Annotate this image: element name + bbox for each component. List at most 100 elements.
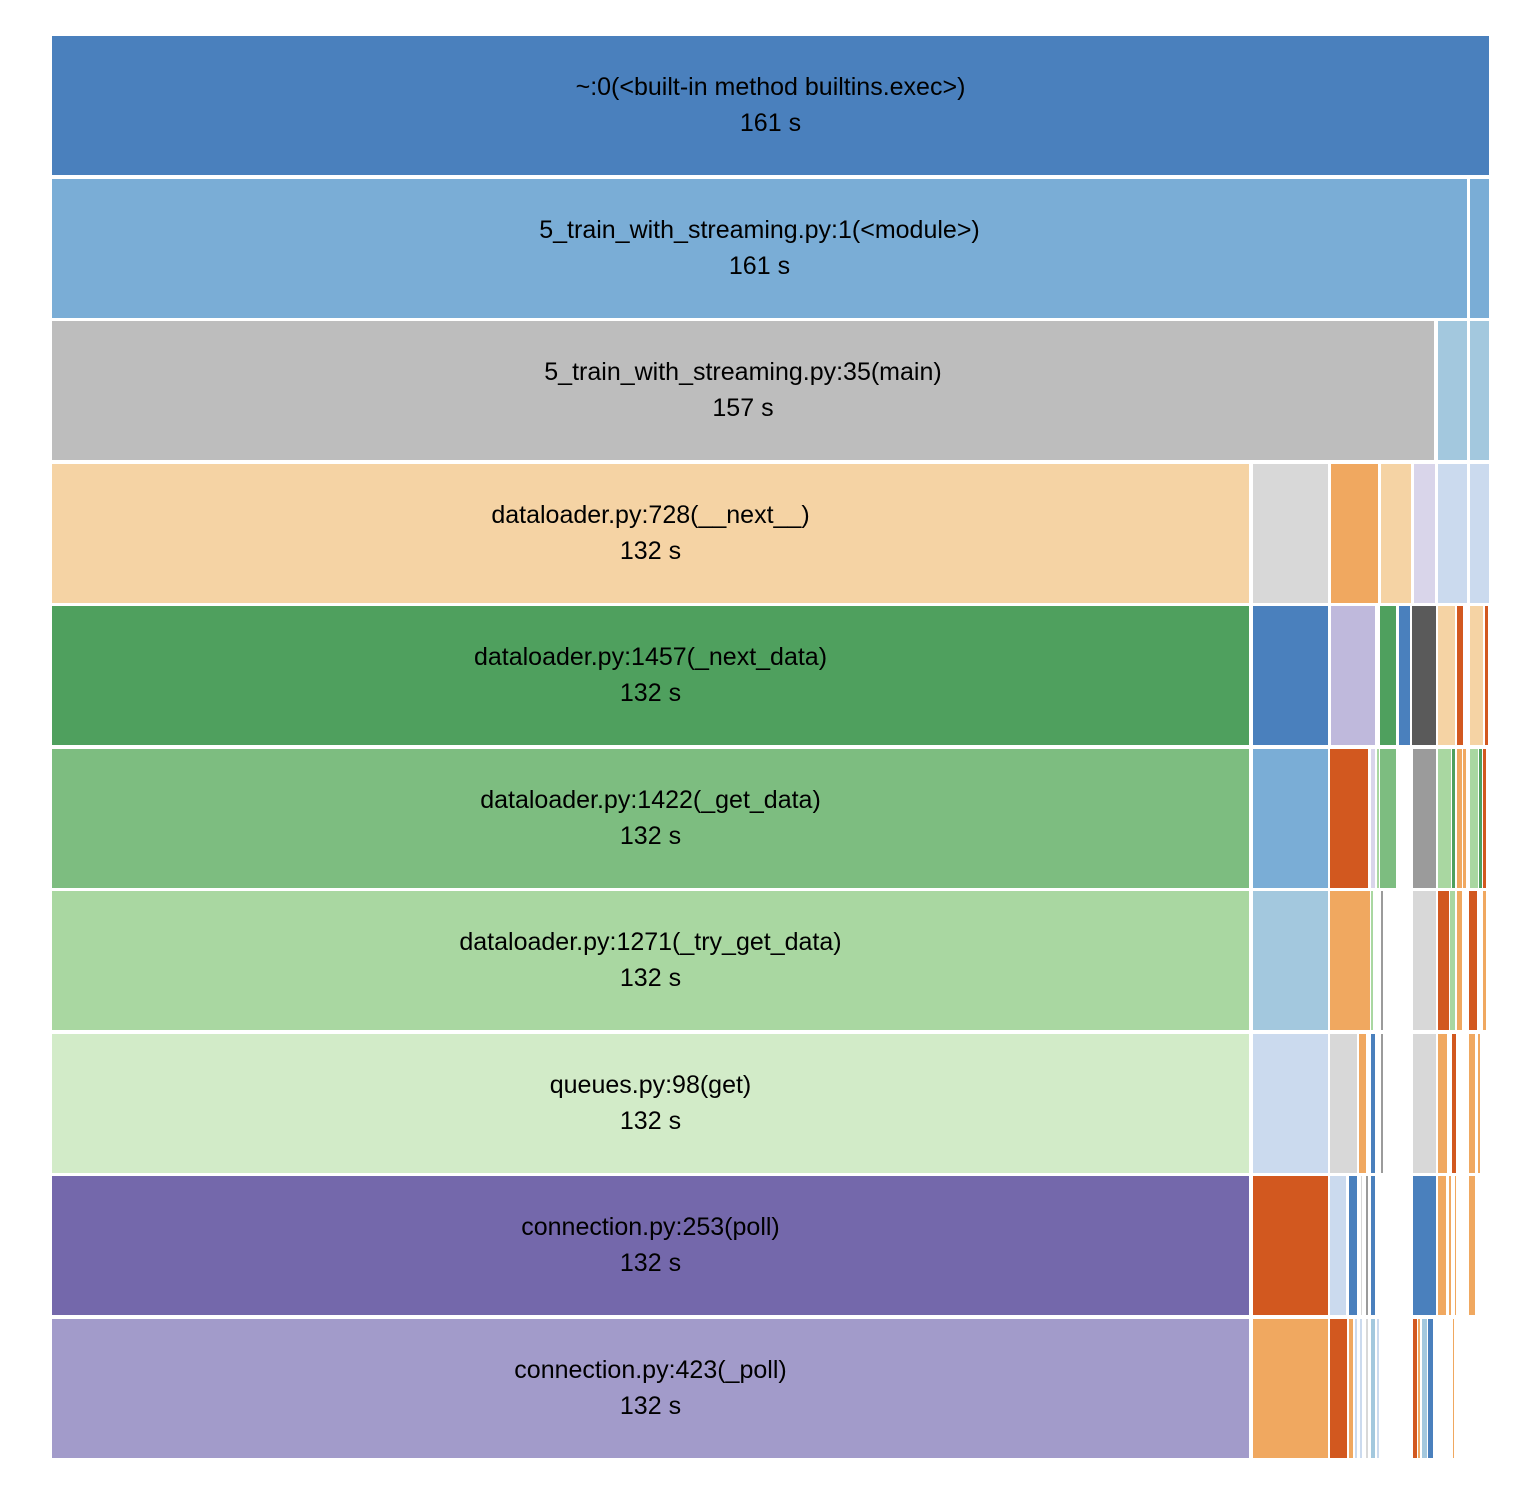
flame-block-segment[interactable] [1355,1318,1357,1458]
flame-block-segment[interactable] [1413,748,1436,888]
flame-row: ~:0(<built-in method builtins.exec>)161 … [52,36,1489,175]
flame-block-segment[interactable] [1377,1318,1379,1458]
flame-block-label: dataloader.py:1422(_get_data) [480,785,821,814]
flame-block-segment[interactable] [1469,1033,1475,1173]
flame-block-segment[interactable] [1361,1176,1362,1315]
flame-block-time: 132 s [619,536,682,565]
flamegraph-chart: ~:0(<built-in method builtins.exec>)161 … [52,36,1489,1460]
flame-block-segment[interactable] [1483,891,1486,1030]
flame-block-label: connection.py:423(_poll) [514,1355,787,1384]
flame-block-segment[interactable] [1330,1033,1357,1173]
flame-block-segment[interactable] [1371,891,1373,1030]
flame-block-segment[interactable] [1380,748,1396,888]
flame-block-segment[interactable] [1330,1176,1346,1315]
flame-block-segment[interactable] [1470,321,1489,460]
flame-block-main[interactable]: queues.py:98(get) 132 s [52,1033,1249,1173]
flame-block-segment[interactable] [1463,748,1466,888]
flame-block-segment[interactable] [1428,1318,1433,1458]
flame-block-segment[interactable] [1253,606,1328,745]
flame-block-segment[interactable] [1479,748,1482,888]
flame-block-main[interactable]: connection.py:253(poll)132 s [52,1176,1249,1315]
flame-block-segment[interactable] [1330,748,1368,888]
flame-block-main[interactable]: ~:0(<built-in method builtins.exec>)161 … [52,36,1489,175]
flame-block-segment[interactable] [1438,1033,1447,1173]
flame-block-segment[interactable] [1438,463,1467,603]
flame-row: connection.py:423(_poll)132 s [52,1318,1489,1458]
flame-block-segment[interactable] [1349,1318,1353,1458]
flame-block-segment[interactable] [1470,463,1489,603]
flame-row: queues.py:98(get) 132 s [52,1033,1489,1173]
flame-block-segment[interactable] [1253,748,1328,888]
flame-block-segment[interactable] [1371,1176,1375,1315]
flame-block-segment[interactable] [1377,748,1379,888]
flame-block-segment[interactable] [1414,463,1435,603]
flame-block-segment[interactable] [1330,1318,1347,1458]
flame-block-segment[interactable] [1469,891,1477,1030]
flame-block-segment[interactable] [1478,1033,1480,1173]
flame-row: connection.py:253(poll)132 s [52,1176,1489,1315]
flame-block-segment[interactable] [1331,606,1375,745]
flame-block-segment[interactable] [1381,891,1383,1030]
flame-block-segment[interactable] [1330,891,1370,1030]
flame-block-segment[interactable] [1253,463,1328,603]
flame-block-segment[interactable] [1438,321,1467,460]
flame-block-segment[interactable] [1412,606,1436,745]
flame-block-segment[interactable] [1253,1318,1328,1458]
flame-block-segment[interactable] [1470,606,1483,745]
flame-row: 5_train_with_streaming.py:35(main)157 s [52,321,1489,460]
flame-block-segment[interactable] [1366,1176,1368,1315]
flame-block-main[interactable]: connection.py:423(_poll)132 s [52,1318,1249,1458]
flame-block-segment[interactable] [1452,1033,1456,1173]
flame-block-segment[interactable] [1418,1318,1420,1458]
flame-block-segment[interactable] [1452,748,1455,888]
flame-block-segment[interactable] [1438,891,1449,1030]
flame-block-segment[interactable] [1413,1176,1436,1315]
flame-block-segment[interactable] [1380,606,1396,745]
flame-block-segment[interactable] [1438,1176,1446,1315]
flame-block-segment[interactable] [1371,1318,1375,1458]
flame-block-segment[interactable] [1381,463,1411,603]
flame-block-segment[interactable] [1413,891,1436,1030]
flame-block-main[interactable]: 5_train_with_streaming.py:1(<module>)161… [52,178,1467,318]
flame-block-segment[interactable] [1331,463,1378,603]
flame-block-segment[interactable] [1438,606,1455,745]
flame-block-segment[interactable] [1483,748,1486,888]
flame-block-segment[interactable] [1469,1176,1475,1315]
flame-block-segment[interactable] [1470,748,1478,888]
flame-block-main[interactable]: dataloader.py:1271(_try_get_data)132 s [52,891,1249,1030]
flame-block-segment[interactable] [1455,1176,1456,1315]
flame-block-segment[interactable] [1399,606,1410,745]
flame-block-segment[interactable] [1253,1176,1328,1315]
flame-block-segment[interactable] [1457,891,1462,1030]
flame-block-segment[interactable] [1253,891,1328,1030]
flame-block-segment[interactable] [1438,748,1451,888]
flame-block-label: dataloader.py:1271(_try_get_data) [459,928,842,956]
flame-block-main[interactable]: dataloader.py:728(__next__)132 s [52,463,1249,603]
flame-block-segment[interactable] [1449,1176,1451,1315]
flame-block-main[interactable]: 5_train_with_streaming.py:35(main)157 s [52,321,1434,460]
flame-block-segment[interactable] [1453,1318,1454,1458]
flame-block-label: queues.py:98(get) [549,1070,752,1099]
flame-block-segment[interactable] [1470,178,1489,318]
flame-block-segment[interactable] [1371,748,1375,888]
flame-block-segment[interactable] [1253,1033,1328,1173]
flame-block-segment[interactable] [1422,1318,1427,1458]
flame-block-main[interactable]: dataloader.py:1457(_next_data)132 s [52,606,1249,745]
flame-block-label: 5_train_with_streaming.py:1(<module>) [539,215,980,244]
flame-block-segment[interactable] [1349,1176,1357,1315]
flame-block-segment[interactable] [1366,1318,1368,1458]
flame-block-segment[interactable] [1413,1033,1436,1173]
flame-block-time: 132 s [619,1106,682,1135]
flame-block-segment[interactable] [1381,1033,1383,1173]
flame-block-time: 132 s [619,1249,682,1277]
flame-row: dataloader.py:1271(_try_get_data)132 s [52,891,1489,1030]
flame-block-segment[interactable] [1359,1033,1366,1173]
flame-block-segment[interactable] [1371,1033,1375,1173]
flame-block-segment[interactable] [1457,606,1463,745]
flame-block-segment[interactable] [1457,748,1462,888]
flame-block-segment[interactable] [1485,606,1488,745]
flame-block-segment[interactable] [1450,891,1455,1030]
flame-block-segment[interactable] [1360,1318,1362,1458]
flame-block-main[interactable]: dataloader.py:1422(_get_data)132 s [52,748,1249,888]
flame-block-segment[interactable] [1413,1318,1417,1458]
